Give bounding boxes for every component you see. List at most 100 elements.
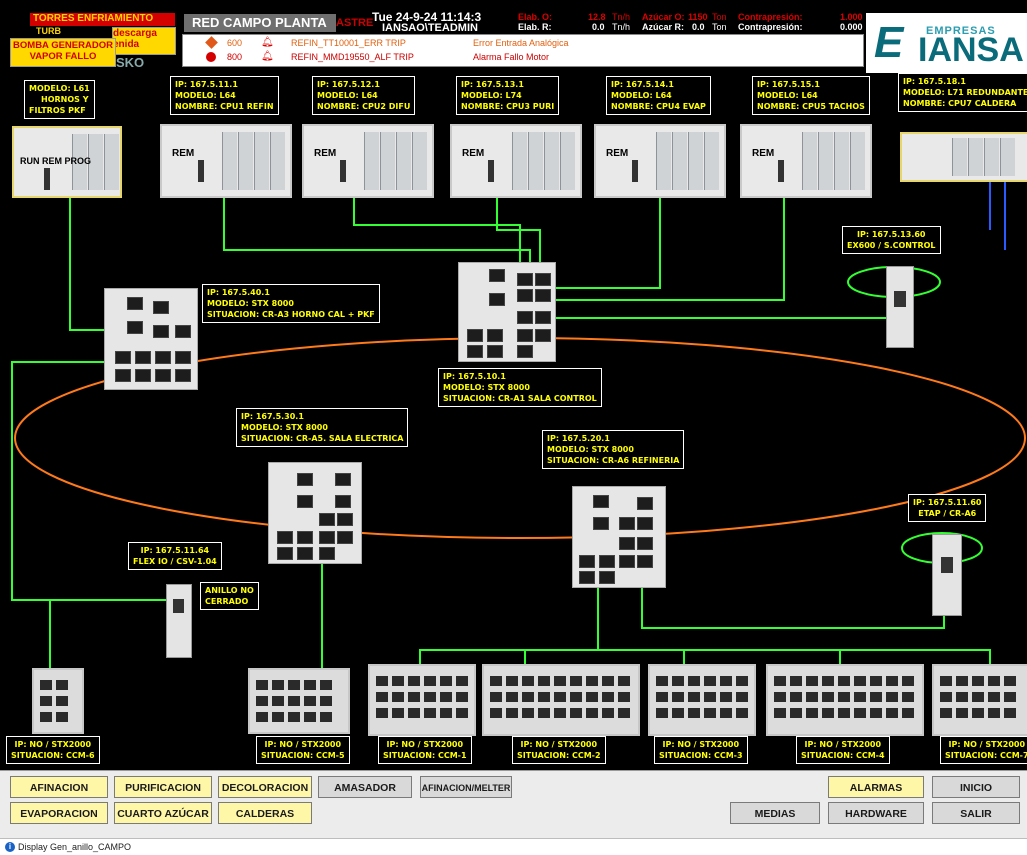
plc-rack-cpu2[interactable]: REM	[302, 124, 434, 198]
plc-rack-hornos[interactable]: RUN REM PROG	[12, 126, 122, 198]
switch-port	[619, 555, 635, 568]
amasador-button[interactable]: AMASADOR	[318, 776, 412, 798]
plc-module	[560, 132, 575, 190]
calderas-button[interactable]: CALDERAS	[218, 802, 312, 824]
plc-module	[968, 138, 983, 176]
alert-turb[interactable]: TURB	[36, 26, 61, 36]
alarm-banner[interactable]: 600 🔔︎ REFIN_TT10001_ERR TRIP Error Entr…	[182, 34, 864, 67]
plc-module	[952, 138, 967, 176]
switch-horno[interactable]	[104, 288, 198, 390]
alarm-desc: Error Entrada Analógica	[473, 38, 569, 48]
ccm-port	[506, 692, 518, 702]
hardware-button[interactable]: HARDWARE	[828, 802, 924, 824]
medias-button[interactable]: MEDIAS	[730, 802, 820, 824]
switch-port	[619, 517, 635, 530]
switch-sala-electrica[interactable]	[268, 462, 362, 564]
ccm-port	[392, 708, 404, 718]
ccm-port	[806, 692, 818, 702]
switch-refineria[interactable]	[572, 486, 666, 588]
alert-torres[interactable]: TORRES ENFRIAMIENTO	[30, 13, 175, 26]
switch-port	[319, 531, 335, 544]
remote-label-line: IP: 167.5.13.60	[857, 230, 926, 239]
ccm-switch-ccm2[interactable]	[482, 664, 640, 736]
remote-io-etap[interactable]	[932, 534, 962, 616]
plc-module	[512, 132, 527, 190]
device-port	[894, 291, 906, 307]
plc-rack-cpu5[interactable]: REM	[740, 124, 872, 198]
ccm-port	[736, 676, 748, 686]
plc-rack-cpu4[interactable]: REM	[594, 124, 726, 198]
bell-icon: 🔔︎	[261, 51, 274, 62]
ccm-port	[602, 692, 614, 702]
remote-io-flexio[interactable]	[166, 584, 192, 658]
decoloracion-button[interactable]: DECOLORACION	[218, 776, 312, 798]
plc-label-line: MODELO: L74	[461, 91, 522, 100]
ccm-port	[456, 676, 468, 686]
ccm-port	[40, 712, 52, 722]
remote-io-ex600[interactable]	[886, 266, 914, 348]
ccm-port	[490, 708, 502, 718]
plc-label-line: NOMBRE: CPU2 DIFU	[317, 102, 411, 111]
ccm-port	[570, 708, 582, 718]
remote-label-line: FLEX IO / CSV-1.04	[133, 557, 217, 566]
plc-rack-cpu7[interactable]	[900, 132, 1027, 182]
ccm-label-ccm5: IP: NO / STX2000 SITUACION: CCM-5	[256, 736, 350, 764]
ccm-port	[854, 692, 866, 702]
switch-port	[637, 537, 653, 550]
key-switch-label: REM	[462, 148, 485, 159]
ccm-port	[506, 676, 518, 686]
ccm-port	[956, 692, 968, 702]
alarm-row[interactable]: 800 🔔︎ REFIN_MMD19550_ALF TRIP Alarma Fa…	[183, 50, 863, 64]
key-switch-label: REM	[314, 148, 337, 159]
ccm-port	[940, 676, 952, 686]
ccm-switch-ccm5[interactable]	[248, 668, 350, 734]
plc-rack-cpu3[interactable]: REM	[450, 124, 582, 198]
logo-small-text: EMPRESAS	[926, 25, 996, 37]
plc-label-line: MODELO: L64	[611, 91, 672, 100]
alarmas-button[interactable]: ALARMAS	[828, 776, 924, 798]
switch-port	[175, 325, 191, 338]
ccm-switch-ccm4[interactable]	[766, 664, 924, 736]
device-port	[173, 599, 184, 613]
ccm-port	[272, 680, 284, 690]
switch-label-refineria: IP: 167.5.20.1 MODELO: STX 8000 SITUACIO…	[542, 430, 685, 469]
inicio-button[interactable]: INICIO	[932, 776, 1020, 798]
salir-button[interactable]: SALIR	[932, 802, 1020, 824]
plc-module	[688, 132, 703, 190]
ccm-label-line: IP: NO / STX2000	[948, 740, 1026, 749]
switch-label-line: MODELO: STX 8000	[207, 299, 294, 308]
alert-bomba[interactable]: BOMBA GENERADOR VAPOR FALLO	[10, 38, 116, 67]
plc-rack-cpu1[interactable]: REM	[160, 124, 292, 198]
plc-label-line: IP: 167.5.14.1	[611, 80, 674, 89]
ccm-port	[304, 696, 316, 706]
ccm-label-ccm4: IP: NO / STX2000 SITUACION: CCM-4	[796, 736, 890, 764]
purificacion-button[interactable]: PURIFICACION	[114, 776, 212, 798]
page-title: RED CAMPO PLANTA	[184, 14, 336, 32]
cuarto-azucar-button[interactable]: CUARTO AZÚCAR	[114, 802, 212, 824]
switch-label-line: SITUACION: CR-A5. SALA ELECTRICA	[241, 434, 404, 443]
ccm-port	[886, 676, 898, 686]
evaporacion-button[interactable]: EVAPORACION	[10, 802, 108, 824]
title-suffix: ASTRE	[336, 17, 374, 29]
alarm-row[interactable]: 600 🔔︎ REFIN_TT10001_ERR TRIP Error Entr…	[183, 36, 863, 50]
ccm-port	[822, 692, 834, 702]
ccm-port	[988, 708, 1000, 718]
datetime-display: Tue 24-9-24 11:14:3	[372, 10, 482, 24]
priority-circle-icon	[206, 52, 216, 62]
ccm-port	[988, 692, 1000, 702]
ccm-switch-ccm7[interactable]	[932, 664, 1027, 736]
alert-descarga[interactable]: descarga enida	[112, 27, 176, 55]
ccm-port	[1004, 708, 1016, 718]
plc-module	[802, 132, 817, 190]
afinacion-button[interactable]: AFINACION	[10, 776, 108, 798]
afinacion-melter-button[interactable]: AFINACION/MELTER	[420, 776, 512, 798]
plc-module	[544, 132, 559, 190]
ccm-port	[424, 676, 436, 686]
plc-module	[1000, 138, 1015, 176]
ccm-switch-ccm6[interactable]	[32, 668, 84, 734]
ccm-switch-ccm1[interactable]	[368, 664, 476, 736]
switch-sala-control[interactable]	[458, 262, 556, 362]
ccm-switch-ccm3[interactable]	[648, 664, 756, 736]
ccm-port	[940, 708, 952, 718]
ccm-label-line: SITUACION: CCM-6	[11, 751, 95, 760]
